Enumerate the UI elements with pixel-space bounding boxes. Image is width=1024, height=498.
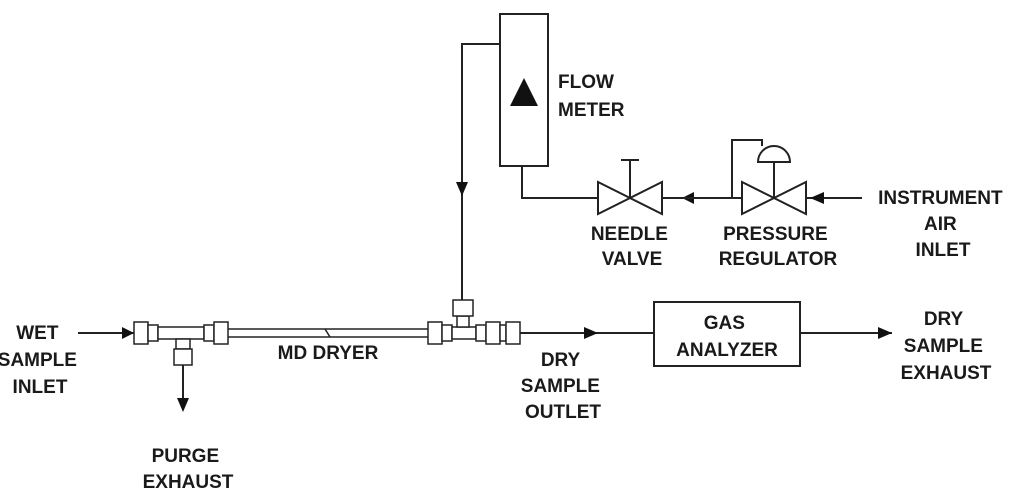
needle-valve-to-flow-meter-line [521,166,598,199]
inlet-tee-fitting [133,321,229,366]
flow-meter-to-tee-arrow [456,182,468,196]
md-dryer-label: MD DRYER [278,343,379,364]
dry-outlet-arrow [584,327,598,339]
md-dryer-tube [228,328,428,338]
outlet-tee-fitting [427,299,521,345]
wet-sample-inlet-label: WET SAMPLE INLET [0,323,82,398]
pressure-regulator-icon [731,139,807,216]
dry-sample-exhaust-label: DRY SAMPLE EXHAUST [901,309,992,384]
flow-meter-float-icon [510,78,538,106]
wet-inlet-arrow [122,327,134,339]
flow-meter-label: FLOW METER [558,72,625,121]
purge-exhaust-arrow [177,398,189,412]
needle-valve-label: NEEDLE VALVE [591,224,673,270]
instrument-air-inlet-label: INSTRUMENT AIR INLET [878,188,1008,261]
pressure-regulator-label: PRESSURE REGULATOR [719,224,838,270]
dry-sample-outlet-label: DRY SAMPLE OUTLET [521,350,605,423]
flow-meter-to-tee-line [461,43,500,300]
purge-exhaust-label: PURGE EXHAUST [143,446,234,493]
gas-analyzer-label: GAS ANALYZER [676,313,778,361]
needle-valve-icon [597,159,663,216]
gas-analyzer-box [653,301,801,367]
analyzer-exhaust-arrow [878,327,892,339]
instrument-air-arrow [810,192,824,204]
